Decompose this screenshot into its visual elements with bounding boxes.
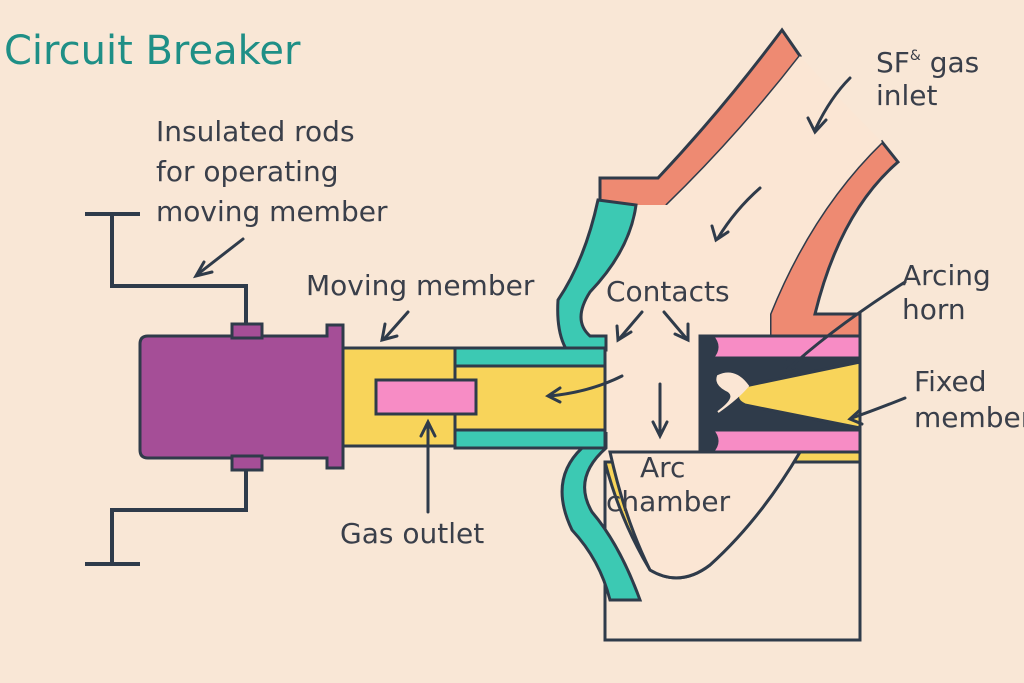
rods-label-line3: moving member: [156, 195, 388, 228]
base-cutout: [608, 450, 803, 580]
nozzle-inner-bottom: [453, 428, 607, 450]
contacts-label: Contacts: [606, 275, 730, 308]
actuator-tab-bottom: [230, 454, 264, 472]
nozzle-inner-top: [453, 346, 607, 368]
pointer-arrows: [192, 76, 907, 514]
housing-outline: [698, 334, 862, 454]
arcing-horn-label-line2: horn: [902, 293, 966, 326]
gas-outlet-slot: [374, 378, 478, 416]
sf6-text: SF: [876, 46, 910, 79]
arc-chamber-right-wall: [768, 139, 901, 338]
nozzle-lower: [455, 430, 643, 602]
gas-text: gas: [920, 46, 980, 79]
actuator-tab-top: [230, 322, 264, 340]
sf6-subscript: &: [909, 48, 921, 64]
arcing-horn-top: [708, 334, 862, 360]
chamber-outline: [603, 452, 862, 642]
operating-mechanism: [138, 323, 345, 470]
arcing-horn-bottom: [708, 428, 862, 454]
arc-chamber-label-line1: Arc: [640, 451, 686, 484]
insulated-rods: [85, 212, 248, 566]
arc-chamber-body: [555, 56, 882, 452]
diagram-title: Circuit Breaker: [4, 28, 301, 74]
fixed-member-label-line2: member: [914, 401, 1024, 434]
arcing-horn-label-line1: Arcing: [902, 259, 991, 292]
sf6-gas-label: SF& gas: [876, 38, 979, 81]
inlet-label: inlet: [876, 79, 938, 112]
arc-chamber-label-line2: chamber: [606, 485, 731, 518]
fixed-member-label-line1: Fixed: [914, 365, 987, 398]
rods-label-line1: Insulated rods: [156, 115, 355, 148]
moving-member-label: Moving member: [306, 269, 535, 302]
gas-outlet-label: Gas outlet: [340, 517, 485, 550]
contact-gap: [716, 372, 750, 413]
rods-label-line2: for operating: [156, 155, 339, 188]
